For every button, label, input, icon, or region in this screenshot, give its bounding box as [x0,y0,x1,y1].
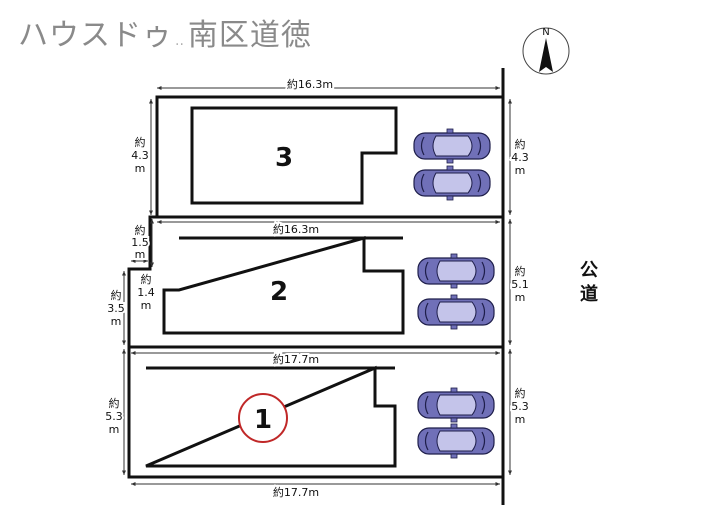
lot-number-2: 2 [270,277,288,307]
dim-step-a-1: 1.5 [131,236,149,249]
dim-lot3-width: 約16.3m [287,77,333,91]
dim-lot2-right-0: 約 [515,264,526,278]
dim-lot1-left-1: 5.3 [105,410,123,423]
dim-lot2-left-2: m [111,315,122,328]
dim-step-b-0: 約 [141,272,152,286]
dim-lot1-width-top: 約17.7m [273,352,319,366]
dim-lot2-width: 約16.3m [273,222,319,236]
lot-1-outline [127,345,505,479]
dim-lot1-left-0: 約 [109,396,120,410]
car-icon [413,165,491,201]
compass-icon: N [522,27,570,75]
header-dots: .. [175,33,184,49]
brand-name: ハウスドゥ [18,18,173,53]
header-title: ハウスドゥ..南区道徳 [18,10,312,54]
dim-lot3-right-0: 約 [515,137,526,151]
compass-north-label: N [542,27,549,38]
dim-lot3-left-0: 約 [135,135,146,149]
lot-number-3: 3 [275,143,293,173]
dim-step-b-1: 1.4 [137,286,155,299]
car-icon [417,387,495,423]
car-icon [417,423,495,459]
road-label-char-1: 道 [580,283,598,305]
dim-lot2-right-1: 5.1 [511,278,529,291]
dim-lot1-left-2: m [109,423,120,436]
location-name: 南区道徳 [187,18,312,53]
lot-1-highlight-circle [238,393,288,443]
dim-lot3-right-1: 4.3 [511,151,529,164]
dim-lot3-right-2: m [515,164,526,177]
dim-lot1-width-bottom: 約17.7m [273,485,319,499]
road-label-char-0: 公 [580,260,598,281]
dim-step-a-0: 約 [135,223,146,237]
dim-lot1-right-2: m [515,413,526,426]
dim-lot2-right-2: m [515,291,526,304]
dim-lot2-left-0: 約 [111,288,122,302]
car-icon [417,294,495,330]
dim-step-b-2: m [141,299,152,312]
dim-lot3-left-2: m [135,162,146,175]
car-icon [417,253,495,289]
dim-step-a-2: m [135,248,146,261]
building-2 [162,236,405,335]
building-3 [190,106,398,205]
dim-lot3-left-1: 4.3 [131,149,149,162]
lot-number-1: 1 [254,405,272,435]
dim-lot1-right-1: 5.3 [511,400,529,413]
dim-lot2-left-1: 3.5 [107,302,125,315]
building-1 [145,365,397,468]
dim-lot1-right-0: 約 [515,386,526,400]
car-icon [413,128,491,164]
